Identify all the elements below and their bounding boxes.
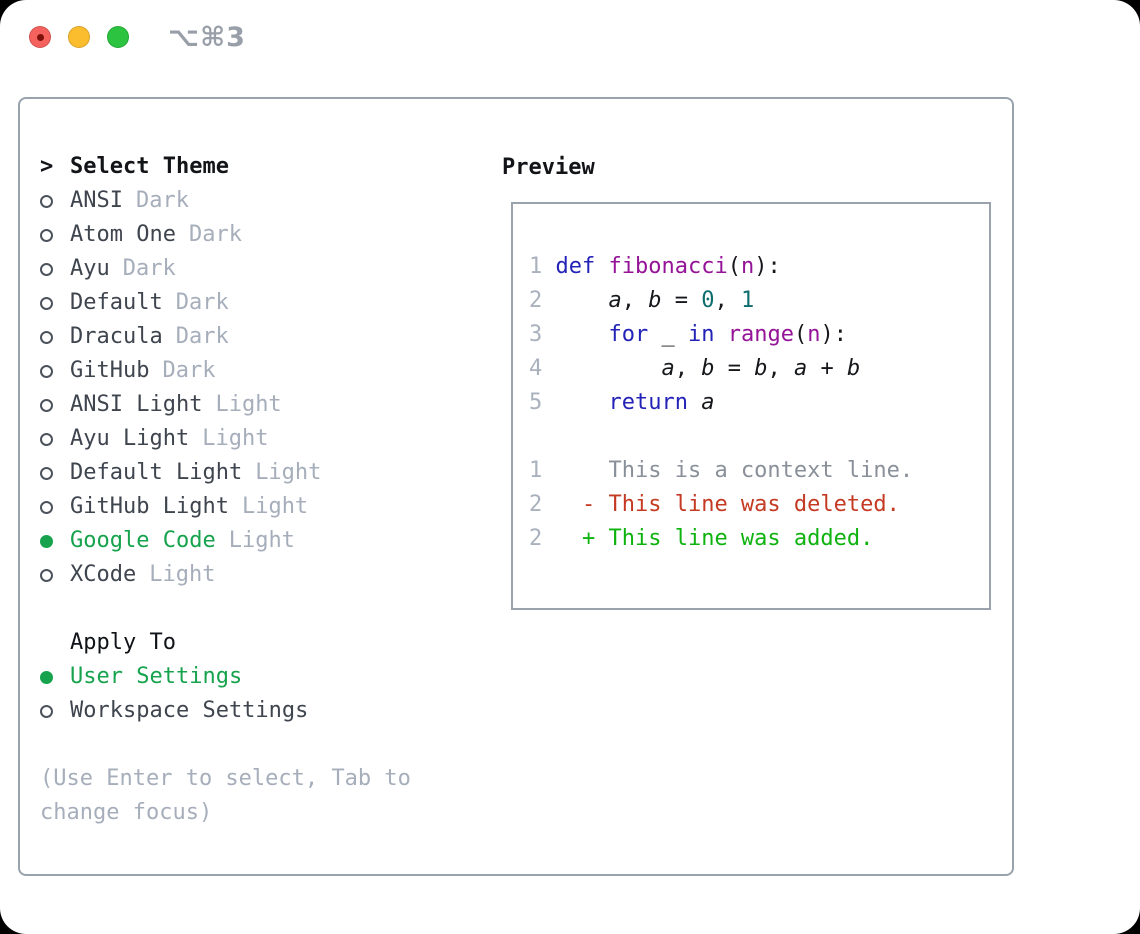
apply-option-label: Workspace Settings [70,698,309,723]
line-number: 1 [529,458,582,483]
code-line: 3 for _ in range(n): [529,322,847,347]
diff-line-added: 2 + This line was added. [529,522,989,556]
theme-option[interactable]: ANSI Light Light [40,388,411,422]
line-number: 3 [529,322,556,347]
help-text: (Use Enter to select, Tab to change focu… [40,762,411,830]
blank-line [529,420,989,454]
preview-title: Preview [502,154,595,180]
preview-code: 1 def fibonacci(n): 2 a, b = 0, 1 3 for _ … [529,250,989,556]
line-number: 2 [529,526,582,551]
close-button-icon[interactable] [29,26,51,48]
theme-variant: Dark [122,256,176,281]
theme-name: Dracula [70,324,163,349]
theme-variant: Light [215,392,282,417]
line-number: 2 [529,492,582,517]
theme-name: Atom One [70,222,176,247]
theme-option[interactable]: XCode Light [40,558,411,592]
select-theme-header: > Select Theme [40,150,411,184]
line-number: 5 [529,390,556,415]
apply-to-header: Apply To [40,626,411,660]
close-dot-icon [36,33,44,41]
apply-option[interactable]: User Settings [40,660,411,694]
theme-variant: Light [255,460,322,485]
diff-marker-icon [582,458,609,483]
theme-variant: Dark [175,290,229,315]
radio-icon [40,568,70,582]
preview-box: 1 def fibonacci(n): 2 a, b = 0, 1 3 for _ … [511,202,991,610]
radio-selected-icon [40,670,70,684]
code-line: 2 a, b = 0, 1 [529,288,755,313]
theme-option[interactable]: Atom One Dark [40,218,411,252]
theme-name: GitHub Light [70,494,229,519]
theme-variant: Light [228,528,295,553]
radio-icon [40,296,70,310]
diff-line-context: 1 This is a context line. [529,454,989,488]
select-theme-title: Select Theme [70,154,229,179]
theme-option[interactable]: Default Light Light [40,456,411,490]
help-line-2: change focus) [40,800,213,825]
diff-text: This line was deleted. [608,492,900,517]
apply-option[interactable]: Workspace Settings [40,694,411,728]
code-line: 4 a, b = b, a + b [529,356,861,381]
theme-name: Ayu [70,256,110,281]
diff-marker-icon: + [581,526,609,551]
help-line-1: (Use Enter to select, Tab to [40,766,411,791]
radio-icon [40,500,70,514]
diff-text: This is a context line. [608,458,914,483]
theme-name: ANSI Light [70,392,203,417]
diff-line-deleted: 2 - This line was deleted. [529,488,989,522]
theme-name: GitHub [70,358,150,383]
list-gap [40,592,411,626]
theme-variant: Dark [135,188,189,213]
radio-icon [40,194,70,208]
theme-option[interactable]: GitHub Dark [40,354,411,388]
theme-option[interactable]: Ayu Dark [40,252,411,286]
window-shortcut-label: ⌥⌘3 [168,21,246,53]
theme-variant: Dark [162,358,216,383]
theme-option[interactable]: GitHub Light Light [40,490,411,524]
theme-variant: Light [202,426,269,451]
theme-option[interactable]: Google Code Light [40,524,411,558]
theme-variant: Dark [175,324,229,349]
theme-option[interactable]: ANSI Dark [40,184,411,218]
theme-variant: Light [241,494,309,519]
radio-icon [40,466,70,480]
theme-name: ANSI [70,188,123,213]
diff-marker-icon: - [581,492,609,517]
theme-option[interactable]: Ayu Light Light [40,422,411,456]
code-line: 5 return a [529,390,715,415]
theme-option[interactable]: Default Dark [40,286,411,320]
apply-option-label: User Settings [70,664,243,689]
radio-icon [40,364,70,378]
prompt-icon: > [40,154,54,179]
radio-icon [40,330,70,344]
theme-name: XCode [70,562,137,587]
radio-icon [40,704,70,718]
titlebar: ⌥⌘3 [0,0,1140,74]
theme-name: Default [70,290,163,315]
line-number: 1 [529,254,556,279]
radio-icon [40,228,70,242]
zoom-button-icon[interactable] [107,26,129,48]
radio-selected-icon [40,534,70,548]
line-number: 4 [529,356,556,381]
code-line: 1 def fibonacci(n): [529,254,781,279]
theme-name: Default Light [70,460,243,485]
radio-icon [40,432,70,446]
diff-text: This line was added. [608,526,874,551]
apply-to-title: Apply To [70,630,176,655]
line-number: 2 [529,288,556,313]
radio-icon [40,262,70,276]
theme-variant: Light [149,562,216,587]
theme-option[interactable]: Dracula Dark [40,320,411,354]
radio-icon [40,398,70,412]
minimize-button-icon[interactable] [68,26,90,48]
theme-variant: Dark [188,222,242,247]
theme-name: Google Code [70,528,216,553]
theme-name: Ayu Light [70,426,190,451]
